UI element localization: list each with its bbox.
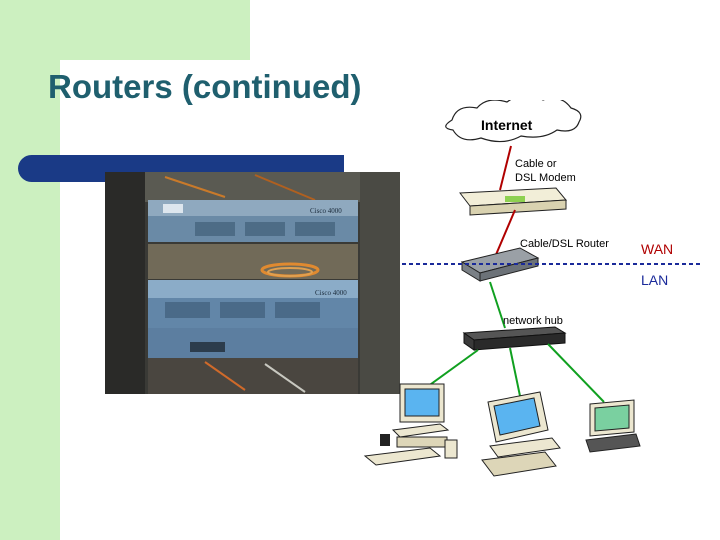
lower-router-label: Cisco 4000	[315, 289, 347, 297]
modem-icon	[459, 187, 568, 216]
upper-router-label: Cisco 4000	[310, 207, 342, 215]
desktop-computer-1-icon	[363, 383, 458, 466]
router-label: Cable/DSL Router	[520, 238, 609, 250]
modem-router-link	[494, 209, 516, 258]
hub-pc2-link	[509, 347, 521, 397]
left-accent-band	[0, 0, 60, 540]
desktop-computer-2-icon	[481, 391, 561, 477]
top-accent-band	[0, 0, 250, 60]
router-rack-photo: Cisco 4000 Cisco 4000	[105, 172, 400, 394]
router-hub-link	[489, 281, 506, 329]
hub-laptop-link	[547, 343, 605, 403]
wan-label: WAN	[641, 241, 673, 257]
internet-cloud: Internet	[445, 100, 582, 143]
laptop-computer-icon	[585, 399, 641, 453]
network-diagram: Internet Cable or DSL Modem Cable/DSL Ro…	[363, 100, 700, 477]
network-hub-icon	[462, 326, 567, 351]
slide-title: Routers (continued)	[48, 68, 362, 105]
modem-label-line1: Cable or	[515, 158, 557, 170]
lan-label: LAN	[641, 272, 668, 288]
hub-label: network hub	[503, 315, 563, 327]
internet-modem-link	[499, 145, 512, 191]
modem-label-line2: DSL Modem	[515, 172, 576, 184]
internet-label: Internet	[481, 117, 533, 133]
